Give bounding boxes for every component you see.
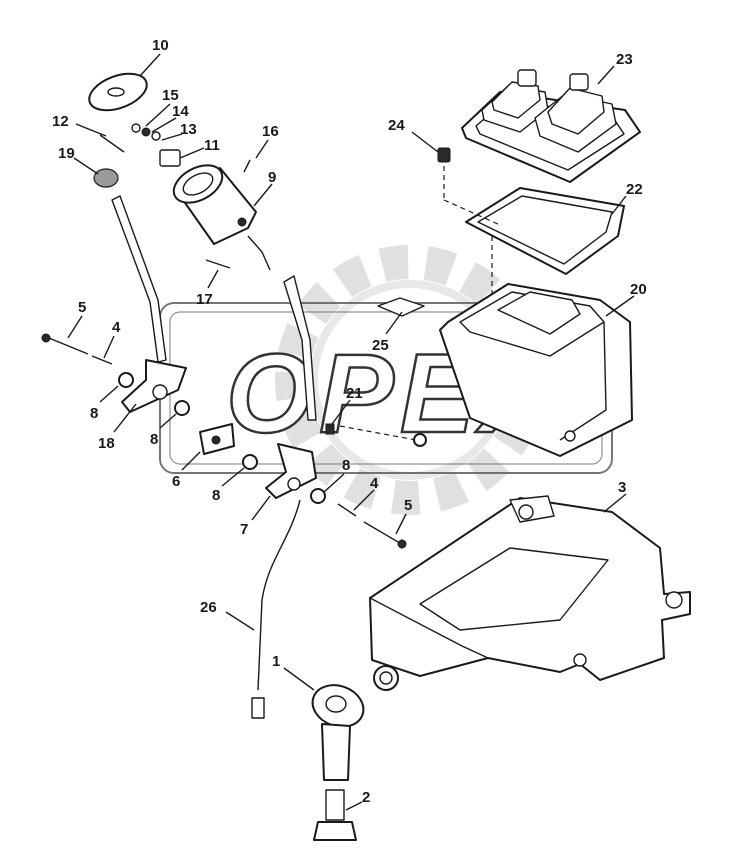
callout-8-a: 8 [90,405,98,422]
part-6-block [199,423,235,455]
part-3-mounting-plate [369,495,691,691]
callout-23: 23 [616,51,633,68]
leader-lines [67,53,635,811]
callout-3: 3 [618,479,626,496]
part-7-lower-bracket [265,443,317,499]
callout-8-c: 8 [212,487,220,504]
part-10-cap [88,72,148,112]
part-17-pin [205,259,231,269]
part-22-gasket [465,187,625,275]
callout-4-right: 4 [370,475,379,492]
part-16-screw [243,159,251,173]
shift-rod [283,275,317,421]
callout-21: 21 [346,385,363,402]
parts-4-5-right-bolt [337,503,407,549]
callout-9: 9 [268,169,276,186]
part-2-bolt [313,789,357,841]
part-20-console-housing [439,283,633,457]
part-12-pin [99,134,125,153]
callout-8-d: 8 [342,457,350,474]
callout-15: 15 [162,87,179,104]
callout-8-b: 8 [150,431,158,448]
callout-18: 18 [98,435,115,452]
callout-labels: 10 15 14 13 12 11 16 19 9 17 5 4 8 18 8 … [52,37,647,806]
callout-6: 6 [172,473,180,490]
part-23-boot-cover [461,69,641,183]
part-9-shifter-housing [172,164,271,271]
part-25-bracket [377,297,425,317]
part-19-knob [93,168,119,188]
callout-16: 16 [262,123,279,140]
callout-11: 11 [204,137,220,154]
callout-26: 26 [200,599,217,616]
callout-4-left: 4 [112,319,121,336]
callout-10: 10 [152,37,169,54]
callout-25: 25 [372,337,389,354]
callout-24: 24 [388,117,405,134]
callout-7: 7 [240,521,248,538]
callout-17: 17 [196,291,213,308]
parts-4-5-left-bolt [41,333,113,365]
part-24-bolt [437,147,501,300]
callout-1: 1 [272,653,280,670]
callout-5-right: 5 [404,497,412,514]
part-21-screw [325,423,427,447]
callout-2: 2 [362,789,370,806]
callout-5-left: 5 [78,299,86,316]
callout-12: 12 [52,113,69,130]
part-1-rod-end [311,684,365,781]
callout-13: 13 [180,121,197,138]
parts-8-washers [118,372,326,504]
callout-22: 22 [626,181,643,198]
callout-14: 14 [172,103,189,120]
part-26-cable [251,499,301,719]
callout-20: 20 [630,281,647,298]
callout-19: 19 [58,145,75,162]
